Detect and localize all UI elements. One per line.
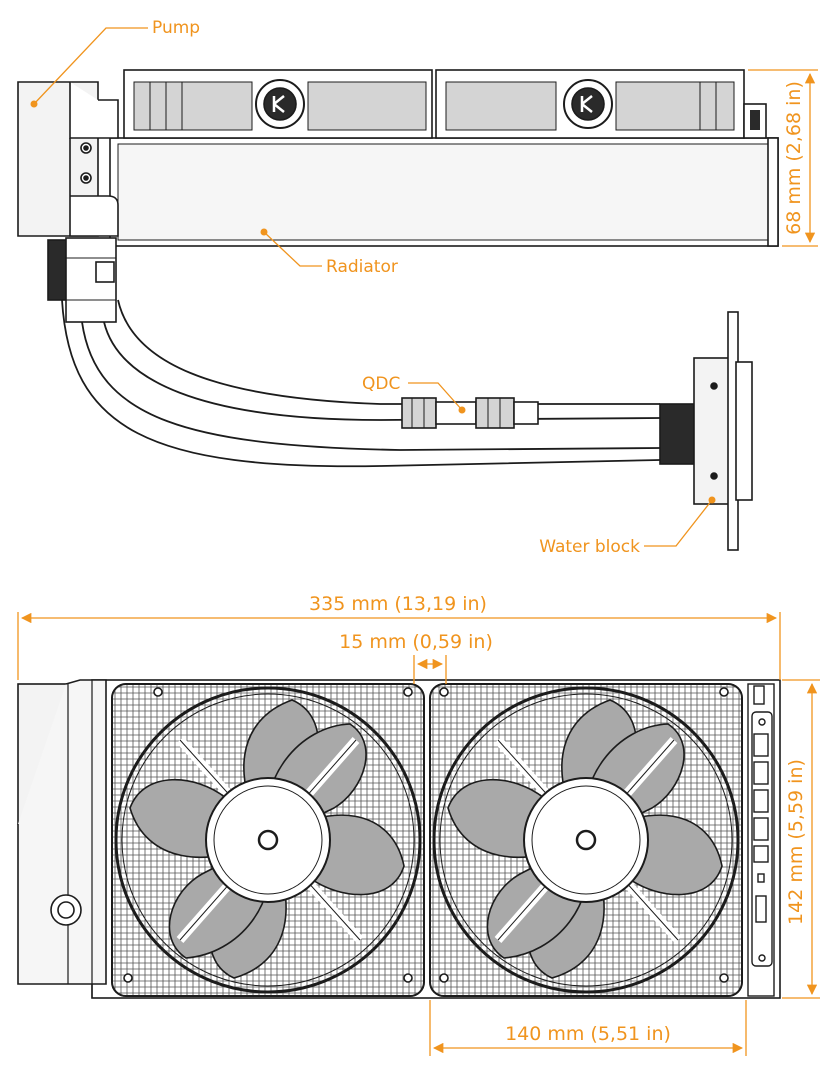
fan-rotor-right — [432, 686, 740, 994]
label-qdc: QDC — [362, 374, 400, 394]
side-view — [17, 69, 779, 551]
dimension-fan-gap: 15 mm (0,59 in) — [339, 631, 493, 653]
dimension-width-front: 142 mm (5,59 in) — [785, 759, 807, 925]
label-pump: Pump — [152, 18, 200, 38]
dimension-fan-size: 140 mm (5,51 in) — [505, 1023, 671, 1045]
fan-frame-left — [111, 683, 425, 997]
ek-logo-icon — [563, 79, 613, 129]
callout-dots — [30, 100, 716, 504]
label-radiator: Radiator — [326, 257, 398, 277]
callout-leaders — [33, 27, 713, 547]
height-dimension — [748, 69, 818, 247]
tube-inner — [103, 321, 661, 421]
dimension-height-side: 68 mm (2,68 in) — [783, 81, 805, 235]
label-water-block: Water block — [539, 537, 640, 557]
dimension-total-length: 335 mm (13,19 in) — [309, 593, 487, 615]
tube-outer — [61, 299, 661, 468]
fan-rotor-left — [114, 686, 422, 994]
qdc-coupling — [401, 397, 539, 429]
front-dimensions — [17, 612, 820, 1056]
fan-hub-panel — [747, 683, 775, 997]
fan-frame-right — [429, 683, 743, 997]
ek-logo-icon — [255, 79, 305, 129]
water-block-fitting — [659, 403, 695, 465]
fan-header-icon — [753, 733, 769, 863]
